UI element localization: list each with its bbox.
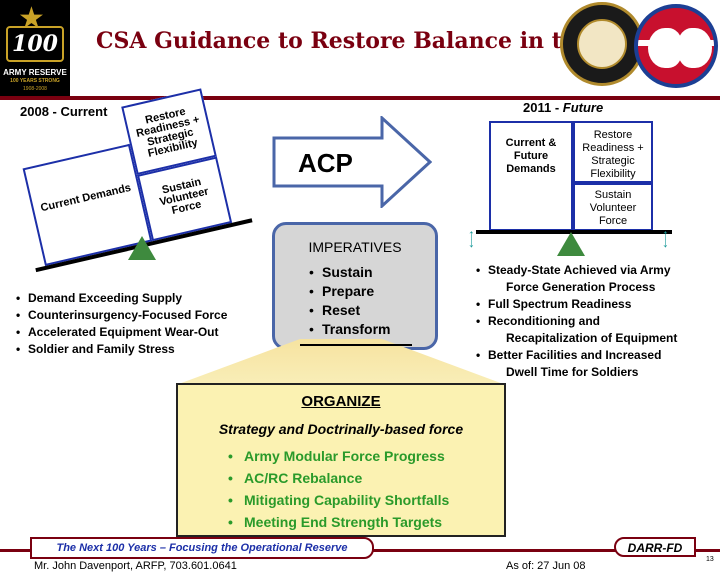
spotlight-beam <box>176 339 506 385</box>
balance-down-arrow-icon: ↓ <box>468 234 475 250</box>
bullet-item: Steady-State Achieved via Army Force Gen… <box>476 262 720 296</box>
label-2011-year: 2011 - <box>523 100 560 115</box>
eagle-patch-icon <box>634 4 718 88</box>
balance-up-arrow-icon: ↑ <box>662 226 669 242</box>
organize-title: ORGANIZE <box>301 393 381 410</box>
imperatives-list: Sustain Prepare Reset Transform <box>309 263 390 339</box>
bullet-item: Demand Exceeding Supply <box>16 290 286 307</box>
army-seal-icon <box>560 2 644 86</box>
imperative-item: Sustain <box>309 263 390 282</box>
box-readiness-text: Restore Readiness + Strategic Flexibilit… <box>135 105 201 160</box>
bullet-item: Full Spectrum Readiness <box>476 296 720 313</box>
footer-tagline: The Next 100 Years – Focusing the Operat… <box>56 542 348 554</box>
bullet-line: Steady-State Achieved via Army <box>488 263 671 277</box>
organize-item: Army Modular Force Progress <box>228 445 449 467</box>
bullet-line: Better Facilities and Increased <box>488 348 662 362</box>
box11-current-text: Current & Future Demands <box>505 137 557 175</box>
organize-subtitle: Strategy and Doctrinally-based force <box>218 421 464 437</box>
label-2008: 2008 - Current <box>20 104 108 119</box>
footer-contact: Mr. John Davenport, ARFP, 703.601.0641 <box>34 560 237 572</box>
imperatives-title: IMPERATIVES <box>308 239 402 255</box>
bullet-line: Reconditioning and <box>488 314 600 328</box>
footer-code: DARR-FD <box>627 541 683 555</box>
box11-sustain-force: Sustain Volunteer Force <box>573 183 653 231</box>
seal-center <box>577 19 627 69</box>
label-2011-word: Future <box>562 100 604 115</box>
organize-box: ORGANIZE Strategy and Doctrinally-based … <box>176 383 506 537</box>
fulcrum-icon <box>128 236 156 260</box>
logo-line-2: 100 YEARS STRONG <box>10 78 60 84</box>
eagle-head-right <box>678 28 712 68</box>
bullet-line: Recapitalization of Equipment <box>506 331 678 345</box>
logo-number: 100 <box>6 26 64 62</box>
star-icon: ★ <box>18 2 45 35</box>
army-reserve-logo: ★ 100 ARMY RESERVE 100 YEARS STRONG 1908… <box>0 0 70 96</box>
imperatives-box: IMPERATIVES Sustain Prepare Reset Transf… <box>272 222 438 350</box>
eagle-head-left <box>648 28 682 68</box>
logo-line-3: 1908-2008 <box>23 86 47 92</box>
logo-line-1: ARMY RESERVE <box>3 68 67 77</box>
organize-item: Meeting End Strength Targets <box>228 511 449 533</box>
box-current-future-demands: Current & Future Demands <box>489 121 573 231</box>
box11-sustain-text: Sustain Volunteer Force <box>589 189 637 227</box>
balance-down-arrow-icon: ↓ <box>662 234 669 250</box>
page-number: 13 <box>706 556 714 563</box>
box11-readiness-text: Restore Readiness + Strategic Flexibilit… <box>582 129 644 180</box>
bullet-item: Reconditioning and Recapitalization of E… <box>476 313 720 347</box>
bullet-item: Accelerated Equipment Wear-Out <box>16 324 286 341</box>
bullet-item: Counterinsurgency-Focused Force <box>16 307 286 324</box>
box-sustain-text: Sustain Volunteer Force <box>158 175 210 217</box>
footer-tagline-box: The Next 100 Years – Focusing the Operat… <box>30 537 374 559</box>
box11-restore-readiness: Restore Readiness + Strategic Flexibilit… <box>573 121 653 183</box>
bullets-2008: Demand Exceeding Supply Counterinsurgenc… <box>16 290 286 358</box>
bullet-line: Full Spectrum Readiness <box>488 297 632 311</box>
organize-item: AC/RC Rebalance <box>228 467 449 489</box>
imperative-item: Reset <box>309 301 390 320</box>
imperative-item: Transform <box>309 320 390 339</box>
bullet-line: Force Generation Process <box>506 280 656 294</box>
label-2011: 2011 - Future <box>523 100 603 115</box>
imperatives-underline <box>300 344 412 346</box>
footer-date: As of: 27 Jun 08 <box>506 560 586 572</box>
title-rule <box>0 96 720 100</box>
bullet-line: Dwell Time for Soldiers <box>506 365 639 379</box>
bullet-item: Soldier and Family Stress <box>16 341 286 358</box>
fulcrum-icon <box>557 232 585 256</box>
bullets-2011: Steady-State Achieved via Army Force Gen… <box>476 262 720 381</box>
acp-arrow-icon <box>272 116 432 208</box>
balance-up-arrow-icon: ↑ <box>468 226 475 242</box>
imperative-item: Prepare <box>309 282 390 301</box>
box-current-text: Current Demands <box>39 181 133 215</box>
bullet-item: Better Facilities and Increased Dwell Ti… <box>476 347 720 381</box>
organize-list: Army Modular Force Progress AC/RC Rebala… <box>228 445 449 533</box>
organize-item: Mitigating Capability Shortfalls <box>228 489 449 511</box>
footer-code-box: DARR-FD <box>614 537 696 557</box>
acp-label: ACP <box>298 148 353 178</box>
